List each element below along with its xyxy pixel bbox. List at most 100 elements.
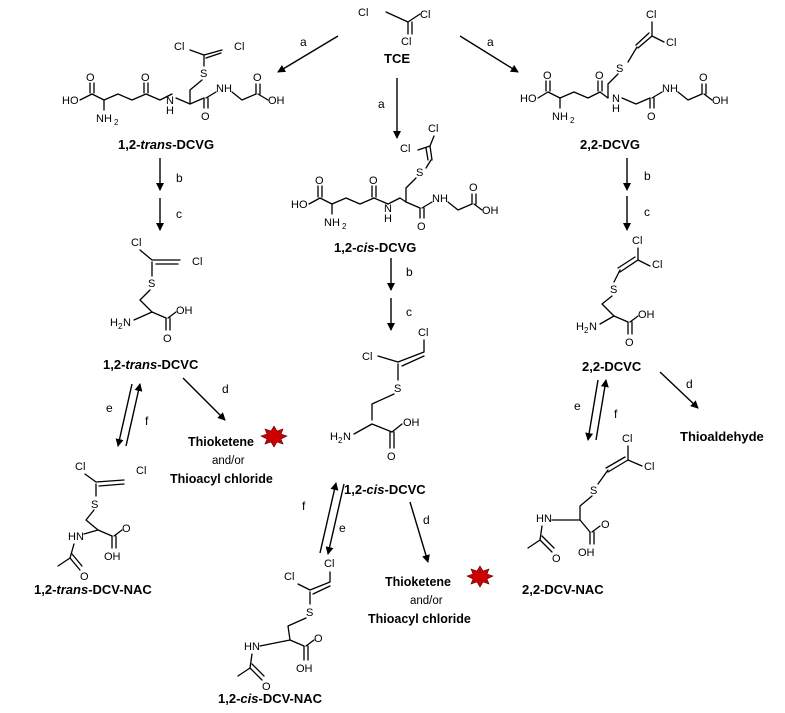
trans-nac-o-2: O	[122, 523, 131, 535]
burst-icon-cis	[466, 565, 494, 588]
step-f-cis-label: f	[302, 499, 306, 513]
cis-dcvg-nh2: NH	[324, 217, 340, 229]
trans-nac-cl-2: Cl	[136, 465, 146, 477]
trans-dcvg-o-2: O	[141, 72, 150, 84]
cis-dcvc-cl-1: Cl	[418, 327, 428, 339]
cis-dcvg-o-2: O	[369, 175, 378, 187]
nac22-oh: OH	[578, 547, 595, 559]
dcvg22-nh2: NH	[552, 111, 568, 123]
step-e-22-label: e	[574, 399, 581, 413]
tce-cl-1: Cl	[358, 7, 368, 19]
cis-nac-hn: HN	[244, 641, 260, 653]
trans-dcvc-label: 1,2-trans-DCVC	[103, 357, 199, 372]
step-b-right-label: b	[644, 169, 651, 183]
cis-dcvg-o-3: O	[417, 221, 426, 233]
trans-nac-cl-1: Cl	[75, 461, 85, 473]
cis-dcvc-s: S	[394, 383, 401, 395]
andor-trans-text: and/or	[212, 455, 245, 467]
nac22-s: S	[590, 485, 597, 497]
nac22-o-1: O	[552, 553, 561, 565]
trans-dcvg-o-3: O	[201, 111, 210, 123]
cis-dcvc-cl-2: Cl	[362, 351, 372, 363]
step-e-cis-label: e	[339, 521, 346, 535]
step-bc-arrows: b c b c b c	[156, 158, 651, 331]
cis-nac-oh: OH	[296, 663, 313, 675]
cis-dcvg-cl-1: Cl	[428, 123, 438, 135]
trans-dcvg-h-1: H	[166, 105, 174, 117]
cis-dcvg-nh2-sub: 2	[342, 222, 347, 231]
step-d-cis-label: d	[423, 513, 430, 527]
arrow-d-trans	[182, 377, 226, 421]
nac22-o-2: O	[601, 519, 610, 531]
trans-dcvg-s: S	[200, 68, 207, 80]
cis-dcvc-label: 1,2-cis-DCVC	[344, 482, 426, 497]
cis-dcvg-s: S	[416, 167, 423, 179]
arrow-a-left	[277, 35, 339, 73]
step-c-left-label: c	[176, 207, 182, 221]
trans-dcvc-structure: Cl Cl S H 2 N O OH 1,2-trans-DCVC	[103, 237, 202, 372]
dcvg22-nh2-sub: 2	[570, 116, 575, 125]
nac22-label: 2,2-DCV-NAC	[522, 582, 604, 597]
dcvc22-oh: OH	[638, 309, 655, 321]
trans-dcvg-structure: Cl Cl S HO O NH 2 O N H O NH O OH 1,2-tr…	[62, 41, 285, 152]
trans-dcvc-cl-1: Cl	[131, 237, 141, 249]
dcvg22-ho: HO	[520, 93, 537, 105]
step-c-right-label: c	[644, 205, 650, 219]
arrow-e-22	[585, 379, 599, 441]
step-d-trans-label: d	[222, 382, 229, 396]
thioacyl-cis-text: Thioacyl chloride	[368, 612, 471, 626]
dcvg22-o-2: O	[595, 70, 604, 82]
step-e-trans-label: e	[106, 401, 113, 415]
arrow-d-22	[659, 371, 699, 409]
thioketene-trans-text: Thioketene	[188, 435, 254, 449]
dcvc22-h2n-h: H	[576, 321, 584, 333]
step-a-middle-label: a	[378, 97, 385, 111]
trans-dcvg-o-1: O	[86, 72, 95, 84]
cis-dcvg-oh: OH	[482, 205, 499, 217]
nac22-cl-1: Cl	[622, 433, 632, 445]
arrow-f-trans	[125, 383, 143, 447]
trans-nac-hn: HN	[68, 531, 84, 543]
step-d-22-label: d	[686, 377, 693, 391]
trans-dcvc-s: S	[148, 278, 155, 290]
cis-nac-s: S	[306, 607, 313, 619]
dcvg22-o-4: O	[699, 72, 708, 84]
dcvc22-cl-2: Cl	[652, 259, 662, 271]
dcvg22-nh-2: NH	[662, 83, 678, 95]
cis-dcvc-h2n-h: H	[330, 431, 338, 443]
cis-dcvg-label: 1,2-cis-DCVG	[334, 240, 416, 255]
dcvc22-structure: Cl Cl S H 2 N O OH 2,2-DCVC	[576, 235, 662, 374]
trans-dcvg-o-4: O	[253, 72, 262, 84]
trans-dcvg-oh: OH	[268, 95, 285, 107]
cis-dcvg-nh-2: NH	[432, 193, 448, 205]
step-a-arrows: a a a	[277, 35, 519, 139]
cis-dcvc-structure: Cl Cl S H 2 N O OH 1,2-cis-DCVC	[330, 327, 428, 497]
dcvg22-cl-1: Cl	[646, 9, 656, 21]
cis-nac-cl-2: Cl	[284, 571, 294, 583]
trans-dcvc-o: O	[163, 333, 172, 345]
arrow-f-22	[595, 379, 609, 441]
dcvc22-label: 2,2-DCVC	[582, 359, 642, 374]
cis-dcvc-h2n-sub: 2	[338, 436, 343, 445]
trans-dcvg-label: 1,2-trans-DCVG	[118, 137, 214, 152]
dcvc22-o: O	[625, 337, 634, 349]
thioketene-cis-text: Thioketene	[385, 575, 451, 589]
trans-dcvg-nh-2: NH	[216, 83, 232, 95]
trans-dcvc-oh: OH	[176, 305, 193, 317]
dcvc22-h2n-n: N	[589, 321, 597, 333]
cis-dcvg-structure: Cl Cl S HO O NH 2 O N H O NH O OH 1,2-ci…	[291, 123, 499, 255]
step-c-middle-label: c	[406, 305, 412, 319]
burst-icon-trans	[260, 425, 288, 448]
thioketene-product-cis: Thioketene and/or Thioacyl chloride	[368, 565, 494, 626]
tce-structure: Cl Cl Cl TCE	[358, 7, 430, 66]
arrow-e-trans	[115, 383, 133, 447]
cis-dcvg-o-4: O	[469, 182, 478, 194]
tce-cl-3: Cl	[401, 36, 411, 48]
trans-dcvc-h2n-n: N	[123, 317, 131, 329]
trans-nac-o-1: O	[80, 571, 89, 583]
trans-nac-structure: Cl Cl S HN O OH O 1,2-trans-DCV-NAC	[34, 461, 152, 597]
dcvg22-h-1: H	[612, 103, 620, 115]
trans-dcvg-nh2: NH	[96, 113, 112, 125]
cis-dcvg-h-1: H	[384, 213, 392, 225]
trans-dcvc-h2n-sub: 2	[118, 322, 123, 331]
